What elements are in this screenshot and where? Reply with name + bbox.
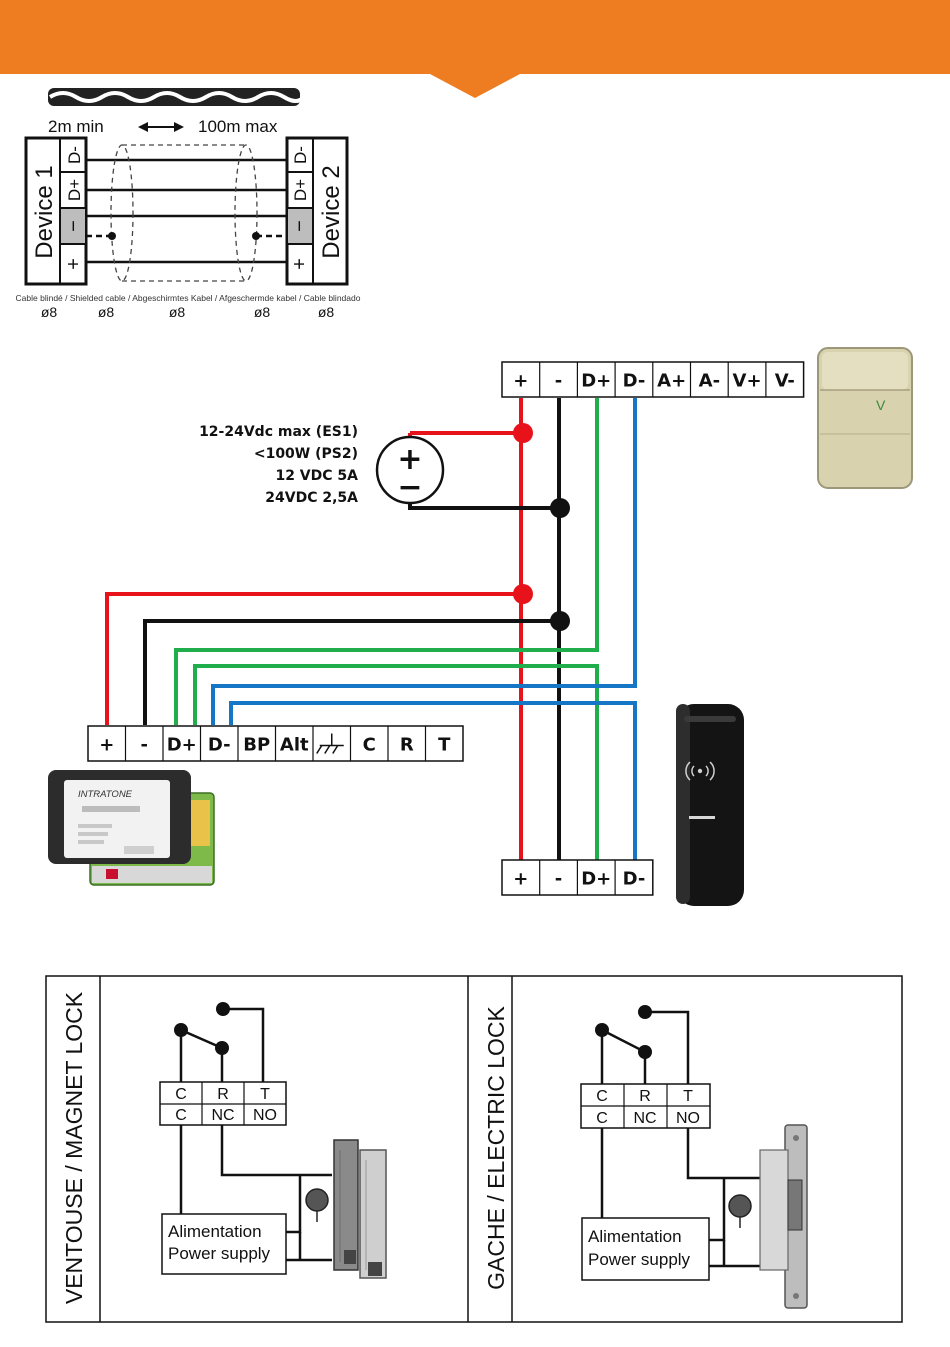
terminal-table-electric: C R T C NC NO [580,1083,711,1129]
varistor-icon [305,1188,329,1222]
electric-terminal-top: C [596,1088,608,1105]
header-band [0,0,950,98]
top-terminal-label: + [513,371,528,392]
power-spec-line: 12 VDC 5A [275,468,358,484]
varistor-icon [728,1194,752,1228]
controller-photo: INTRATONE [48,770,215,886]
reader-terminal-label: D- [623,869,646,890]
psu-plus-glyph: + [397,442,422,477]
controller-terminal-block: + -D+ D- BP Alt C R T [87,725,464,762]
magnet-terminal-top: R [217,1086,229,1103]
power-spec-line: 24VDC 2,5A [265,490,358,506]
diameter-label: ø8 [98,304,115,320]
power-spec-line: <100W (PS2) [254,446,358,462]
shield-drain-dot [252,232,260,240]
device-2-label: Device 2 [318,165,345,258]
magnet-terminal-top: C [175,1086,187,1103]
relay-contact-wires [179,1007,332,1262]
device-2-terminal: D- [291,146,310,164]
top-terminal-label: V- [775,371,795,392]
reader-terminal-label: + [513,869,528,890]
magnet-terminal-bottom: NO [253,1107,277,1124]
diameter-label: ø8 [169,304,186,320]
electric-strike-image [759,1124,808,1309]
controller-brand-label: INTRATONE [78,789,133,800]
psu-label-line2: Power supply [588,1250,691,1269]
magnet-terminal-bottom: C [175,1107,187,1124]
electric-terminal-bottom: NC [633,1110,656,1127]
diameter-label: ø8 [318,304,335,320]
top-terminal-label: - [555,371,562,392]
psu-label-line2: Power supply [168,1244,271,1263]
controller-terminal-label: T [438,735,451,756]
module-logo-mark: V [876,397,886,413]
device-1-terminal: + [63,258,85,270]
psu-label-line1: Alimentation [168,1222,262,1241]
device-2-terminal: − [289,220,311,232]
shield-caption: Cable blindé / Shielded cable / Abgeschi… [16,293,361,303]
power-supply-symbol: + − [375,435,445,505]
lock-title-magnet: VENTOUSE / MAGNET LOCK [61,991,87,1304]
electric-terminal-top: R [639,1088,651,1105]
reader-photo [676,704,744,906]
device-1-block: Device 1 D- D+ − + [24,136,88,286]
electric-terminal-bottom: NO [676,1110,700,1127]
cable-diagram: 2m min 100m max Device 1 D- D+ − + [16,88,361,320]
top-terminal-label: D+ [581,371,611,392]
junction-dots [513,423,570,631]
controller-terminal-label: + [99,735,114,756]
earth-ground-icon [316,733,344,754]
controller-terminal-label: D- [208,735,231,756]
relay-contact-wires [600,1010,760,1268]
lock-table: VENTOUSE / MAGNET LOCK GACHE / ELECTRIC … [45,975,903,1323]
top-terminal-label: A- [699,371,720,392]
power-supply-box-electric: Alimentation Power supply [581,1217,710,1281]
cable-min-label: 2m min [48,117,104,136]
reader-terminal-block: + -D+ D- [501,859,654,896]
electric-lock-schematic: C R T C NC NO Alimentation Power supply [580,1005,808,1309]
magnet-lock-image [333,1139,387,1279]
diameter-label: ø8 [41,304,58,320]
psu-label-line1: Alimentation [588,1227,682,1246]
shield-outline [110,144,258,282]
cable-max-label: 100m max [198,117,278,136]
top-terminal-label: D- [623,371,646,392]
electric-terminal-top: T [683,1088,693,1105]
diameter-label: ø8 [254,304,271,320]
top-terminal-label: A+ [657,371,686,392]
magnet-terminal-bottom: NC [211,1107,234,1124]
device-1-terminal: − [63,220,85,232]
double-arrow-icon [138,122,184,132]
device-2-block: Device 2 D- D+ − + [285,136,349,286]
reader-terminal-label: - [555,869,562,890]
device-2-terminal: + [289,258,311,270]
electric-terminal-bottom: C [596,1110,608,1127]
controller-terminal-label: - [141,735,148,756]
shield-drain-dot [108,232,116,240]
device-2-terminal: D+ [291,179,310,201]
magnet-terminal-top: T [260,1086,270,1103]
power-supply-box-magnet: Alimentation Power supply [161,1213,287,1275]
top-terminal-block: + -D+ D- A+ A- V+ V- [501,361,805,398]
top-terminal-label: V+ [733,371,762,392]
device-1-terminal: D- [65,146,84,164]
terminal-table-magnet: C R T C NC NO [159,1081,287,1126]
module-photo: V [817,347,913,489]
twisted-pair-cable [48,88,306,106]
psu-minus-glyph: − [397,470,422,505]
device-1-label: Device 1 [31,165,58,258]
controller-terminal-label: Alt [280,735,309,756]
device-1-terminal: D+ [65,179,84,201]
contactless-icon [685,761,715,781]
magnet-lock-schematic: C R T C NC NO Alimentation Power supply [159,1002,387,1279]
power-spec-line: 12-24Vdc max (ES1) [199,424,358,440]
controller-terminal-label: BP [243,735,270,756]
lock-title-electric: GACHE / ELECTRIC LOCK [483,1005,509,1289]
controller-terminal-label: C [363,735,376,756]
reader-terminal-label: D+ [581,869,611,890]
controller-terminal-label: R [400,735,414,756]
controller-terminal-label: D+ [167,735,197,756]
power-spec: 12-24Vdc max (ES1) <100W (PS2) 12 VDC 5A… [199,424,358,506]
